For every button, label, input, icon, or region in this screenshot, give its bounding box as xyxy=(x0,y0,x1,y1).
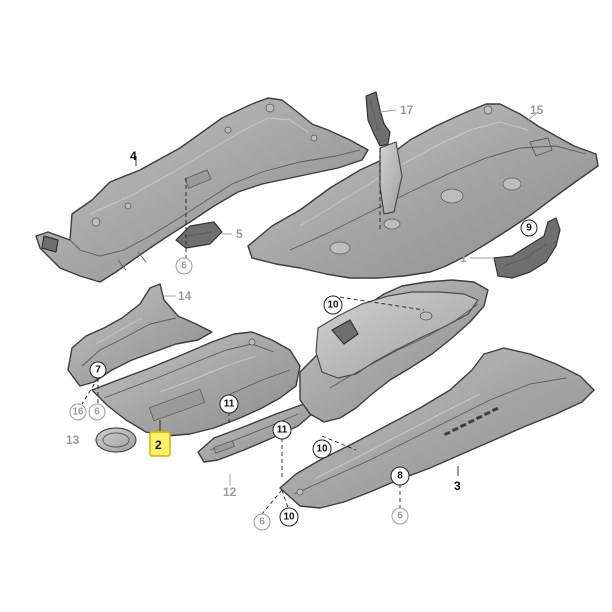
callout-10-b-text: 10 xyxy=(316,444,328,455)
callout-3[interactable]: 3 xyxy=(454,479,461,493)
callout-9[interactable]: 9 xyxy=(520,219,538,237)
callout-10-b[interactable]: 10 xyxy=(312,439,332,459)
callout-6-a-text: 6 xyxy=(181,261,187,272)
callout-1[interactable]: 1 xyxy=(460,251,467,265)
part-12-trim-strip[interactable] xyxy=(197,403,313,463)
callout-2-highlighted[interactable]: 2 xyxy=(149,431,171,457)
callout-6-a[interactable]: 6 xyxy=(175,257,193,275)
part-1-brace-bracket[interactable] xyxy=(493,217,561,279)
callout-7[interactable]: 7 xyxy=(89,361,107,379)
callout-17[interactable]: 17 xyxy=(400,103,414,117)
callout-10-c[interactable]: 10 xyxy=(279,507,299,527)
callout-8-text: 8 xyxy=(397,471,403,482)
callout-11-a[interactable]: 11 xyxy=(219,394,239,414)
part-14-side-trim[interactable] xyxy=(67,283,213,387)
callout-10-a-text: 10 xyxy=(327,300,339,311)
callout-6-b-text: 6 xyxy=(94,407,100,418)
callout-9-text: 9 xyxy=(526,223,532,234)
callout-11-b[interactable]: 11 xyxy=(272,420,292,440)
callout-11-a-text: 11 xyxy=(224,399,235,410)
callout-5[interactable]: 5 xyxy=(236,227,243,241)
callout-13[interactable]: 13 xyxy=(66,433,80,447)
callout-2-text: 2 xyxy=(155,438,162,452)
callout-11-b-text: 11 xyxy=(277,425,288,436)
part-17-bracket[interactable] xyxy=(365,91,391,147)
callout-15[interactable]: 15 xyxy=(530,103,544,117)
callout-10-a[interactable]: 10 xyxy=(323,295,343,315)
callout-6-c-text: 6 xyxy=(259,517,265,528)
callout-12[interactable]: 12 xyxy=(223,485,237,499)
callout-7-text: 7 xyxy=(95,365,101,376)
part-3-side-rail-shield[interactable] xyxy=(279,347,595,509)
callout-2-highlight-box xyxy=(149,431,171,457)
part-4-front-underbody-shield[interactable] xyxy=(35,97,369,283)
part-3-vent-grille xyxy=(443,406,499,437)
callouts: 4 17 15 9 5 6 1 10 14 7 16 6 xyxy=(66,103,544,531)
callout-16[interactable]: 16 xyxy=(69,403,87,421)
callout-8[interactable]: 8 xyxy=(390,466,410,486)
callout-6-c[interactable]: 6 xyxy=(253,513,271,531)
callout-16-text: 16 xyxy=(72,407,84,418)
callout-6-d[interactable]: 6 xyxy=(391,507,409,525)
callout-14[interactable]: 14 xyxy=(178,289,192,303)
leader-lines xyxy=(81,109,539,515)
center-tunnel-shield[interactable] xyxy=(299,279,489,423)
callout-6-b[interactable]: 6 xyxy=(88,403,106,421)
callout-4[interactable]: 4 xyxy=(130,149,137,163)
callout-10-c-text: 10 xyxy=(283,512,295,523)
part-15-rear-underbody-shield[interactable] xyxy=(247,103,599,279)
callout-6-d-text: 6 xyxy=(397,511,403,522)
